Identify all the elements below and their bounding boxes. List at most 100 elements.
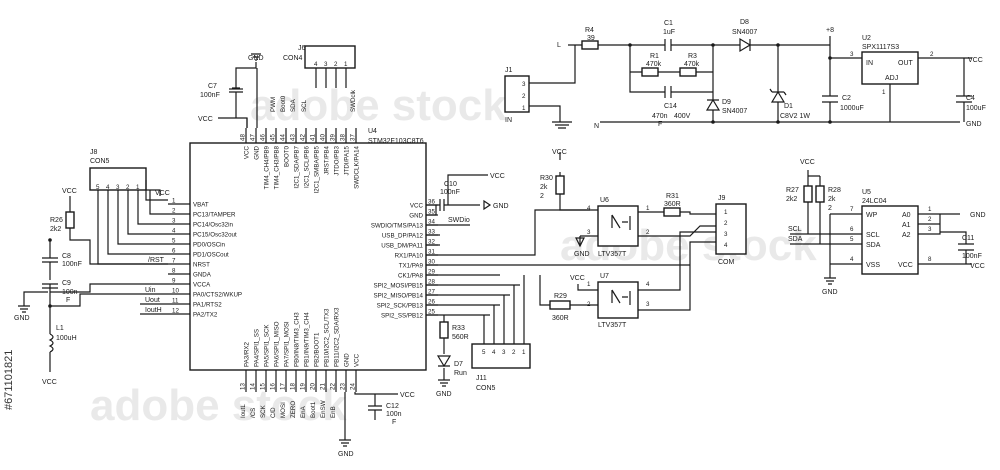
plus8-wires	[778, 36, 862, 122]
net-cd: C/D	[270, 407, 277, 418]
mcu-pin-number: 39	[330, 134, 337, 141]
r4-value: 39	[587, 35, 595, 42]
line-n: N	[594, 123, 599, 130]
net-boot0: Boot0	[280, 95, 287, 112]
mcu-pin-number: 5	[172, 238, 176, 245]
j11-pin-4: 4	[492, 349, 496, 356]
net-sda: SDA	[788, 236, 803, 243]
r26-ref: R26	[50, 217, 63, 224]
j11-ref: J11	[476, 375, 487, 382]
mcu-pin-number: 4	[172, 228, 176, 235]
net-pwm: PWM	[270, 97, 277, 112]
stock-id: #671101821	[3, 350, 15, 410]
mcu-pin-name: JRST/PB4	[324, 145, 331, 174]
u6-pin-4: 4	[587, 205, 591, 212]
u6-pin-2: 2	[646, 229, 650, 236]
net-mosi: MOSI	[280, 402, 287, 418]
mcu-part: STM32F103C8T6	[368, 138, 424, 145]
c10-plates	[439, 199, 445, 211]
mcu-pin-number: 28	[428, 279, 435, 286]
c7-value: 100nF	[200, 92, 220, 99]
c10-group: C10 100nF VCC SWDio GND	[426, 173, 509, 224]
u5-pin-8: 8	[928, 256, 932, 263]
d8-ref: D8	[740, 19, 749, 26]
vcc-label-u2: VCC	[968, 57, 983, 64]
j9-body	[715, 203, 747, 255]
j11-part: CON5	[476, 385, 496, 392]
d7-value: Run	[454, 370, 467, 377]
mcu-pin-name: PB10/I2C2_SCL/TX3	[324, 308, 331, 367]
r26-body	[65, 211, 75, 229]
net-swdio: SWDio	[448, 217, 470, 224]
mcu-pin-number: 16	[270, 383, 277, 390]
u2-pin-2: 2	[930, 51, 934, 58]
mcu-pin-name: PA4/SPI1_SS	[254, 329, 261, 367]
mcu-pin-name: VCC	[244, 145, 251, 159]
u5-part: 24LC04	[862, 198, 887, 205]
j6-pin-3: 3	[324, 61, 328, 68]
c14-value: 470n	[652, 113, 668, 120]
net-uout: Uout	[145, 297, 160, 304]
u5-vss: VSS	[866, 262, 880, 269]
mcu-pin-name: JTDO/PB3	[334, 145, 341, 175]
u6-body	[597, 205, 639, 247]
opto-u6: U6 LTV357T 4 3 1 2 R30 2k 2 VCC R31 360R…	[540, 149, 716, 258]
gnd-label-u5-a: GND	[970, 212, 986, 219]
c4-value: 100uF	[966, 105, 986, 112]
c12-suffix: F	[392, 419, 396, 426]
net-boot1: Boot1	[310, 401, 317, 418]
mcu-pin-name: SPI2_SS/PB12	[381, 313, 424, 320]
mcu-pin-name: GND	[254, 145, 261, 159]
j8-pin-1: 1	[136, 184, 140, 191]
mcu-pin-name: RX1/PA10	[395, 253, 424, 260]
j1-pin-2: 2	[522, 93, 526, 100]
c10-wires	[426, 174, 488, 216]
net-sck: SCK	[260, 404, 267, 418]
mcu-pin-number: 12	[172, 308, 179, 315]
gnd-arrow-u6	[575, 237, 585, 248]
u7-wires	[539, 231, 716, 311]
c10-value: 100nF	[440, 189, 460, 196]
r28-ref: R28	[828, 187, 841, 194]
mcu-pin-name: USB_DM/PA11	[381, 243, 423, 250]
d9-ref: D9	[722, 99, 731, 106]
mcu-pin-number: 7	[172, 258, 176, 265]
r27-ref: R27	[786, 187, 799, 194]
mcu-pin-number: 33	[428, 229, 435, 236]
j6-leads	[315, 68, 347, 88]
mcu-pin-number: 38	[340, 134, 347, 141]
gnd-label-bottom: GND	[338, 451, 354, 458]
j8-pin-5: 5	[96, 184, 100, 191]
gnd-label-left: GND	[14, 315, 30, 322]
net-uin: Uin	[145, 287, 156, 294]
r30-ref: R30	[540, 175, 553, 182]
mcu-pin-name: USB_DP/PA12	[382, 233, 424, 240]
r29-body	[549, 300, 571, 310]
c7-ref: C7	[208, 83, 217, 90]
net-ioutl: IoutL	[240, 404, 247, 418]
r4-ref: R4	[585, 27, 594, 34]
gnd-symbol-d7	[438, 379, 450, 387]
mcu-pin-name: PA5/SPI1_SCK	[264, 324, 271, 367]
c8-plates	[42, 257, 58, 263]
d9-value: SN4007	[722, 108, 747, 115]
u5-sda: SDA	[866, 242, 881, 249]
j11-pin-5: 5	[482, 349, 486, 356]
vcc-label-r30: VCC	[552, 149, 567, 156]
u6-ref: U6	[600, 197, 609, 204]
mcu-pin-number: 48	[240, 134, 247, 141]
u2-pin-3: 3	[850, 51, 854, 58]
mcu-pin-number: 37	[350, 134, 357, 141]
u6-pin-1: 1	[646, 205, 650, 212]
net-plus8: +8	[826, 27, 834, 34]
u5-pin-4: 4	[850, 256, 854, 263]
mcu-pin-name: VCC	[354, 353, 361, 367]
u5-scl: SCL	[866, 232, 880, 239]
j1-label: IN	[505, 117, 512, 124]
u5-pin-3: 3	[928, 226, 932, 233]
gnd-symbol-u5	[824, 277, 836, 285]
mcu-pin-number: 27	[428, 289, 435, 296]
r30-body	[555, 175, 565, 195]
u5-wires	[790, 170, 972, 278]
node-dot	[711, 120, 715, 124]
